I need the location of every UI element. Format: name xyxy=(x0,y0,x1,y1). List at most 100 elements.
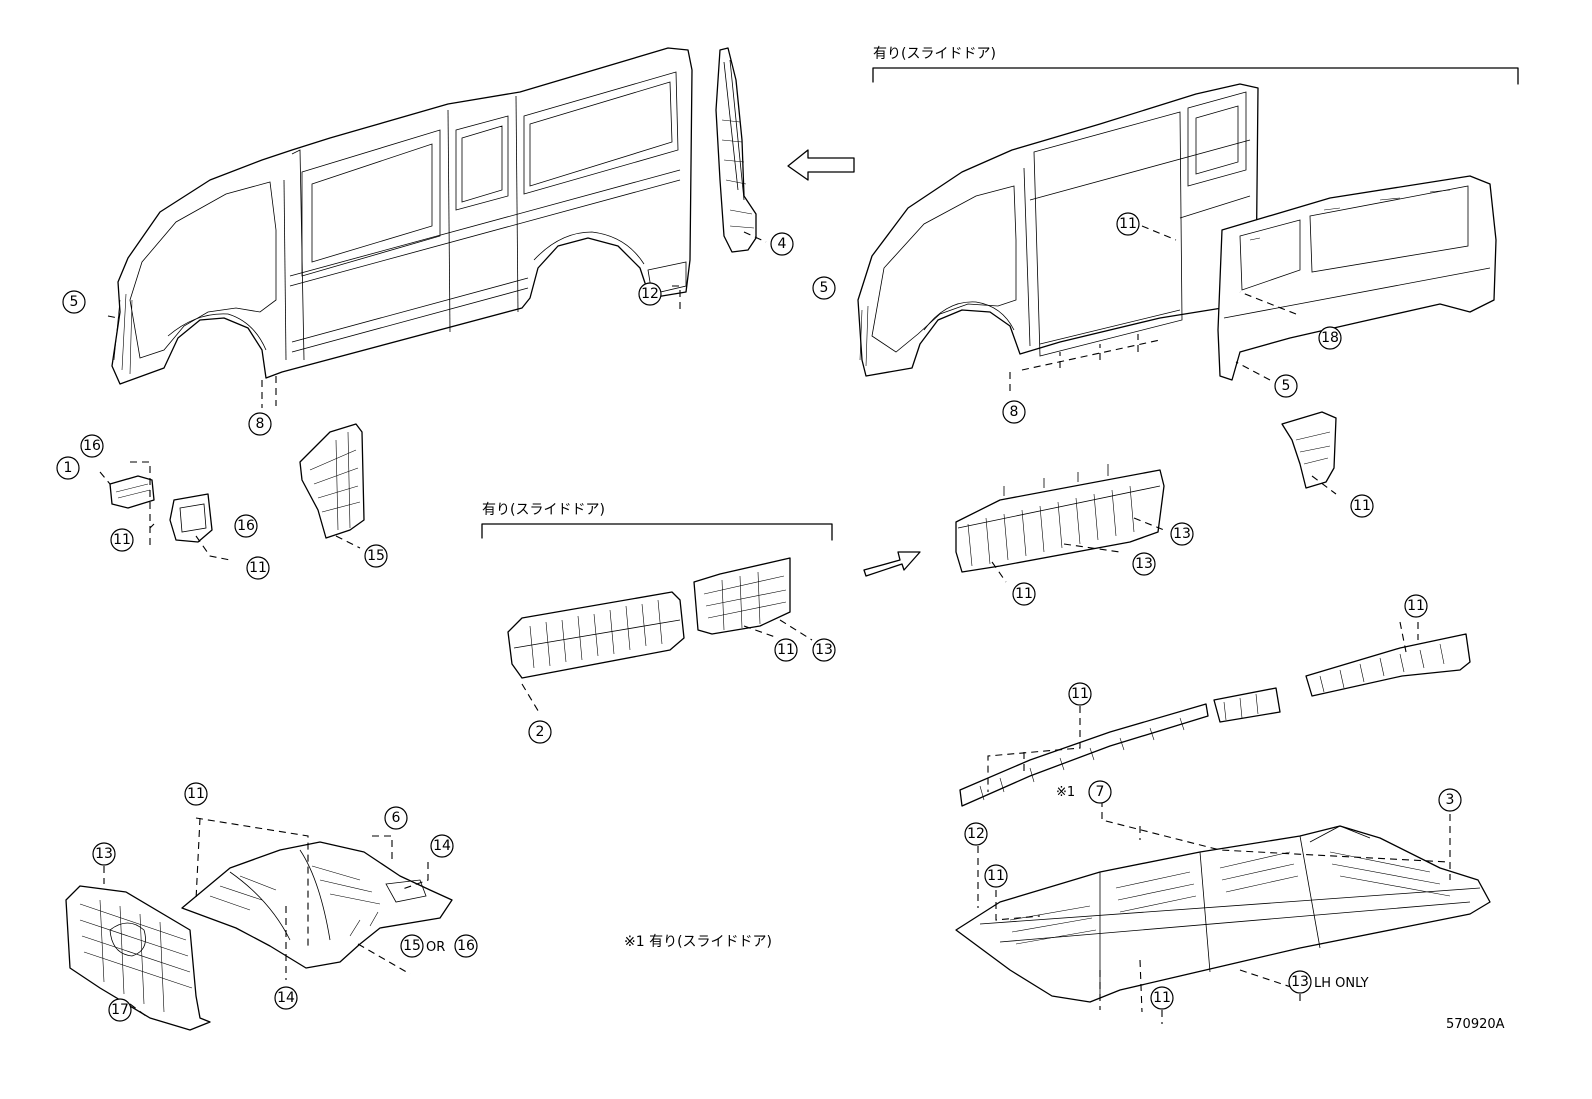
svg-text:4: 4 xyxy=(778,236,787,252)
floor-side-rail-left xyxy=(959,703,1209,807)
diagram-code: 570920A xyxy=(1446,1017,1505,1032)
svg-text:11: 11 xyxy=(1071,686,1089,702)
callout-12-a: 12 xyxy=(638,282,662,306)
note-ref-mark: ※1 xyxy=(1056,785,1075,800)
callout-11-pillar: 11 xyxy=(1350,494,1374,518)
dash-panel xyxy=(65,885,211,1031)
callout-15-or: 15 xyxy=(400,934,424,958)
svg-text:6: 6 xyxy=(392,810,401,826)
callout-15: 15 xyxy=(364,544,388,568)
callout-11-floor-b: 11 xyxy=(1150,986,1174,1010)
svg-text:11: 11 xyxy=(777,642,795,658)
svg-text:11: 11 xyxy=(987,868,1005,884)
bracket-part-1 xyxy=(109,475,155,509)
svg-text:15: 15 xyxy=(367,548,385,564)
bracket-mid xyxy=(481,523,833,541)
rear-quarter-inner-panel xyxy=(1217,175,1497,381)
leader-lines xyxy=(99,225,1451,1024)
or-label: OR xyxy=(426,940,445,955)
pillar-reinforcement xyxy=(1281,411,1337,489)
svg-text:11: 11 xyxy=(113,532,131,548)
callout-13-lh: 13 xyxy=(1288,970,1312,994)
callout-4: 4 xyxy=(770,232,794,256)
callout-16-b: 16 xyxy=(234,514,258,538)
svg-text:11: 11 xyxy=(1119,216,1137,232)
svg-text:11: 11 xyxy=(187,786,205,802)
callout-17: 17 xyxy=(108,998,132,1022)
svg-text:16: 16 xyxy=(237,518,255,534)
bracket-part-16 xyxy=(169,493,213,543)
callout-7: 7 xyxy=(1088,780,1112,804)
svg-text:11: 11 xyxy=(1015,586,1033,602)
callout-6: 6 xyxy=(384,806,408,830)
svg-text:17: 17 xyxy=(111,1002,129,1018)
callout-3: 3 xyxy=(1438,788,1462,812)
svg-text:12: 12 xyxy=(967,826,985,842)
callout-11-floor-l: 11 xyxy=(984,864,1008,888)
svg-text:12: 12 xyxy=(641,286,659,302)
svg-text:13: 13 xyxy=(95,846,113,862)
svg-text:11: 11 xyxy=(249,560,267,576)
svg-text:8: 8 xyxy=(256,416,265,432)
side-panel-right xyxy=(857,83,1259,377)
callout-11-side: 11 xyxy=(1116,212,1140,236)
center-pillar-part xyxy=(715,47,757,253)
callout-11-rail-l: 11 xyxy=(1068,682,1092,706)
svg-text:1: 1 xyxy=(64,460,73,476)
floor-crossmember xyxy=(1213,687,1281,723)
bracket-top xyxy=(872,67,1519,85)
pillar-part-15 xyxy=(299,423,365,539)
sliding-door-label-mid: 有り(スライドドア) xyxy=(482,502,605,518)
callout-11-dash: 11 xyxy=(184,782,208,806)
callout-8-a: 8 xyxy=(248,412,272,436)
arrow-left-icon xyxy=(787,149,855,181)
callout-5-a: 5 xyxy=(62,290,86,314)
svg-text:11: 11 xyxy=(1353,498,1371,514)
callout-13-c: 13 xyxy=(1132,552,1156,576)
rocker-panel-2 xyxy=(507,591,685,679)
svg-text:5: 5 xyxy=(1282,378,1291,394)
floor-side-rail-right xyxy=(1305,633,1471,697)
sliding-door-label-top: 有り(スライドドア) xyxy=(873,46,996,62)
sill-reinforcement-13 xyxy=(693,557,791,635)
svg-text:7: 7 xyxy=(1096,784,1105,800)
svg-text:13: 13 xyxy=(1173,526,1191,542)
svg-text:5: 5 xyxy=(70,294,79,310)
side-panel-left xyxy=(111,47,693,385)
callout-14-b: 14 xyxy=(274,986,298,1010)
callout-11-b: 11 xyxy=(246,556,270,580)
svg-text:16: 16 xyxy=(457,938,475,954)
callout-13-dash: 13 xyxy=(92,842,116,866)
callout-8-b: 8 xyxy=(1002,400,1026,424)
svg-text:5: 5 xyxy=(820,280,829,296)
callout-18: 18 xyxy=(1318,326,1342,350)
svg-text:16: 16 xyxy=(83,438,101,454)
svg-text:13: 13 xyxy=(815,642,833,658)
callout-13-a: 13 xyxy=(812,638,836,662)
callout-11-rail-r: 11 xyxy=(1404,594,1428,618)
footnote: ※1 有り(スライドドア) xyxy=(624,934,772,950)
callout-16-a: 16 xyxy=(80,434,104,458)
svg-text:14: 14 xyxy=(433,838,451,854)
callout-2: 2 xyxy=(528,720,552,744)
callout-5-b: 5 xyxy=(812,276,836,300)
callout-11-a: 11 xyxy=(110,528,134,552)
svg-text:15: 15 xyxy=(403,938,421,954)
svg-text:3: 3 xyxy=(1446,792,1455,808)
svg-text:13: 13 xyxy=(1135,556,1153,572)
svg-text:11: 11 xyxy=(1153,990,1171,1006)
lh-only-label: LH ONLY xyxy=(1314,976,1369,991)
callout-1: 1 xyxy=(56,456,80,480)
callout-11-c: 11 xyxy=(774,638,798,662)
callout-5-c: 5 xyxy=(1274,374,1298,398)
front-floor-pan xyxy=(181,841,453,969)
callout-13-b: 13 xyxy=(1170,522,1194,546)
svg-text:13: 13 xyxy=(1291,974,1309,990)
callout-14-a: 14 xyxy=(430,834,454,858)
sill-inner-right xyxy=(955,464,1165,573)
svg-text:8: 8 xyxy=(1010,404,1019,420)
callout-11-d: 11 xyxy=(1012,582,1036,606)
svg-text:14: 14 xyxy=(277,990,295,1006)
svg-text:11: 11 xyxy=(1407,598,1425,614)
